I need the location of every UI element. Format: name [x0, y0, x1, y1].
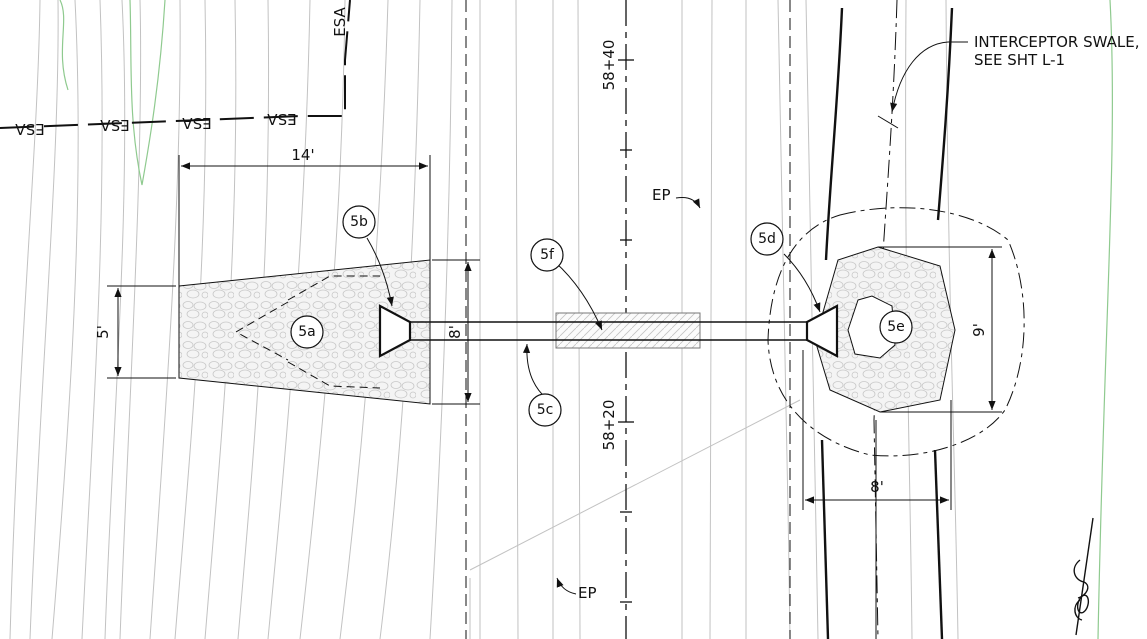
- swale-note-leader: [877, 41, 968, 129]
- north-arrow-icon: [1073, 517, 1094, 636]
- callout-balloon-5c: 5c: [528, 393, 562, 427]
- road-edges: [820, 7, 954, 639]
- callout-balloon-5d: 5d: [750, 222, 784, 256]
- station-label: 58+40: [600, 40, 618, 91]
- swale-note-line2: SEE SHT L-1: [974, 51, 1065, 69]
- svg-text:5d: 5d: [758, 231, 776, 247]
- svg-text:5a: 5a: [298, 324, 316, 340]
- dimension-label: 9': [970, 323, 988, 337]
- dimension-label: 5': [94, 325, 112, 339]
- svg-text:5b: 5b: [350, 214, 368, 230]
- ep-label: EP: [578, 584, 597, 602]
- dimensions: [107, 155, 1002, 510]
- dimension-label: 14': [291, 146, 314, 164]
- centerline: 58+40 58+20: [600, 0, 634, 639]
- ep-leaders: [556, 197, 701, 595]
- esa-label: ESA: [181, 114, 211, 132]
- vegetation-lines: [59, 0, 1113, 639]
- esa-label: ESA: [331, 6, 349, 36]
- callout-balloon-5e: 5e: [879, 310, 913, 344]
- callout-balloon-5b: 5b: [342, 205, 376, 239]
- callout-balloon-5f: 5f: [530, 238, 564, 272]
- swale-note-line1: INTERCEPTOR SWALE,: [974, 33, 1140, 51]
- culvert-pipe: [378, 304, 839, 358]
- svg-text:5c: 5c: [537, 402, 554, 418]
- svg-text:5f: 5f: [540, 247, 555, 263]
- esa-label: ESA: [266, 110, 296, 128]
- callout-balloon-5a: 5a: [290, 315, 324, 349]
- dimension-label: 8': [446, 325, 464, 339]
- esa-boundary: ESA ESA ESA ESA ESA: [0, 0, 351, 138]
- station-label: 58+20: [600, 400, 618, 451]
- dimension-label: 8': [870, 478, 884, 496]
- esa-label: ESA: [99, 116, 129, 134]
- ep-label: EP: [652, 186, 671, 204]
- svg-text:5e: 5e: [887, 319, 905, 335]
- esa-label: ESA: [14, 120, 44, 138]
- pipe-sleeve: [555, 312, 701, 349]
